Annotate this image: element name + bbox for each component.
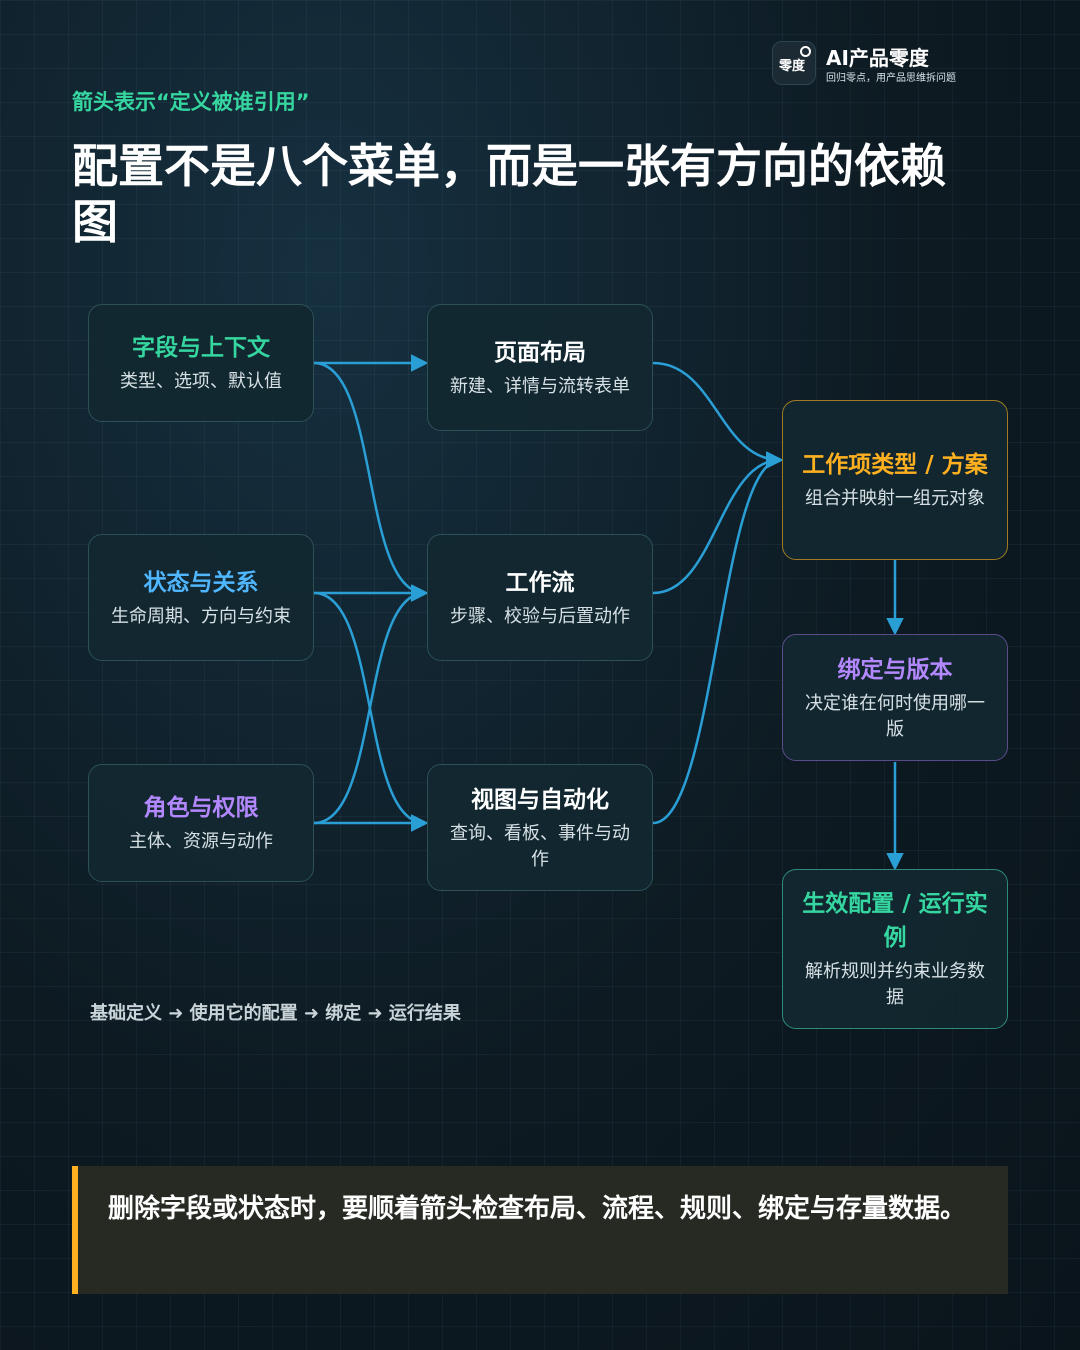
node-layout: 页面布局 新建、详情与流转表单	[427, 304, 653, 431]
node-desc: 生命周期、方向与约束	[111, 605, 291, 627]
brand-name: AI产品零度	[826, 46, 929, 70]
node-runtime: 生效配置 / 运行实例 解析规则并约束业务数据	[782, 869, 1008, 1029]
node-fields: 字段与上下文 类型、选项、默认值	[88, 304, 314, 422]
node-scheme: 工作项类型 / 方案 组合并映射一组元对象	[782, 400, 1008, 560]
brand-logo-text: 零度	[779, 59, 806, 74]
node-views: 视图与自动化 查询、看板、事件与动作	[427, 764, 653, 891]
node-title: 页面布局	[494, 339, 586, 366]
node-states: 状态与关系 生命周期、方向与约束	[88, 534, 314, 661]
node-roles: 角色与权限 主体、资源与动作	[88, 764, 314, 882]
link-roles-workflow	[313, 584, 429, 825]
node-workflow: 工作流 步骤、校验与后置动作	[427, 534, 653, 661]
node-desc: 步骤、校验与后置动作	[450, 605, 630, 627]
node-desc: 组合并映射一组元对象	[805, 488, 985, 509]
node-desc: 新建、详情与流转表单	[450, 375, 630, 397]
node-title: 工作流	[505, 569, 575, 596]
node-binding: 绑定与版本 决定谁在何时使用哪一版	[782, 634, 1008, 761]
kicker: 箭头表示“定义被谁引用”	[72, 90, 310, 114]
link-layout-scheme	[652, 361, 784, 469]
brand-logo: 零度	[772, 41, 816, 85]
node-desc: 解析规则并约束业务数据	[805, 961, 985, 1008]
node-title: 绑定与版本	[837, 656, 953, 683]
ring-icon	[800, 46, 811, 57]
page-title: 配置不是八个菜单，而是一张有方向的依赖图	[72, 139, 946, 249]
flow-legend: 基础定义 ➜ 使用它的配置 ➜ 绑定 ➜ 运行结果	[90, 1003, 461, 1024]
link-fields-workflow	[313, 361, 429, 602]
node-desc: 查询、看板、事件与动作	[450, 822, 630, 870]
node-title: 视图与自动化	[471, 786, 609, 813]
node-title: 生效配置 / 运行实例	[802, 891, 988, 951]
node-title: 状态与关系	[143, 569, 259, 596]
link-workflow-scheme	[652, 451, 784, 595]
callout-text: 删除字段或状态时，要顺着箭头检查布局、流程、规则、绑定与存量数据。	[108, 1194, 967, 1224]
callout-note: 删除字段或状态时，要顺着箭头检查布局、流程、规则、绑定与存量数据。	[72, 1166, 1008, 1294]
brand: 零度 AI产品零度 回归零点，用产品思维拆问题	[772, 41, 1032, 85]
node-title: 工作项类型 / 方案	[802, 452, 988, 478]
brand-tagline: 回归零点，用产品思维拆问题	[826, 73, 956, 84]
node-title: 角色与权限	[143, 795, 259, 821]
node-desc: 主体、资源与动作	[129, 831, 273, 852]
link-views-scheme	[652, 451, 784, 825]
node-title: 字段与上下文	[132, 335, 270, 361]
node-desc: 类型、选项、默认值	[120, 371, 282, 392]
node-desc: 决定谁在何时使用哪一版	[805, 692, 985, 740]
